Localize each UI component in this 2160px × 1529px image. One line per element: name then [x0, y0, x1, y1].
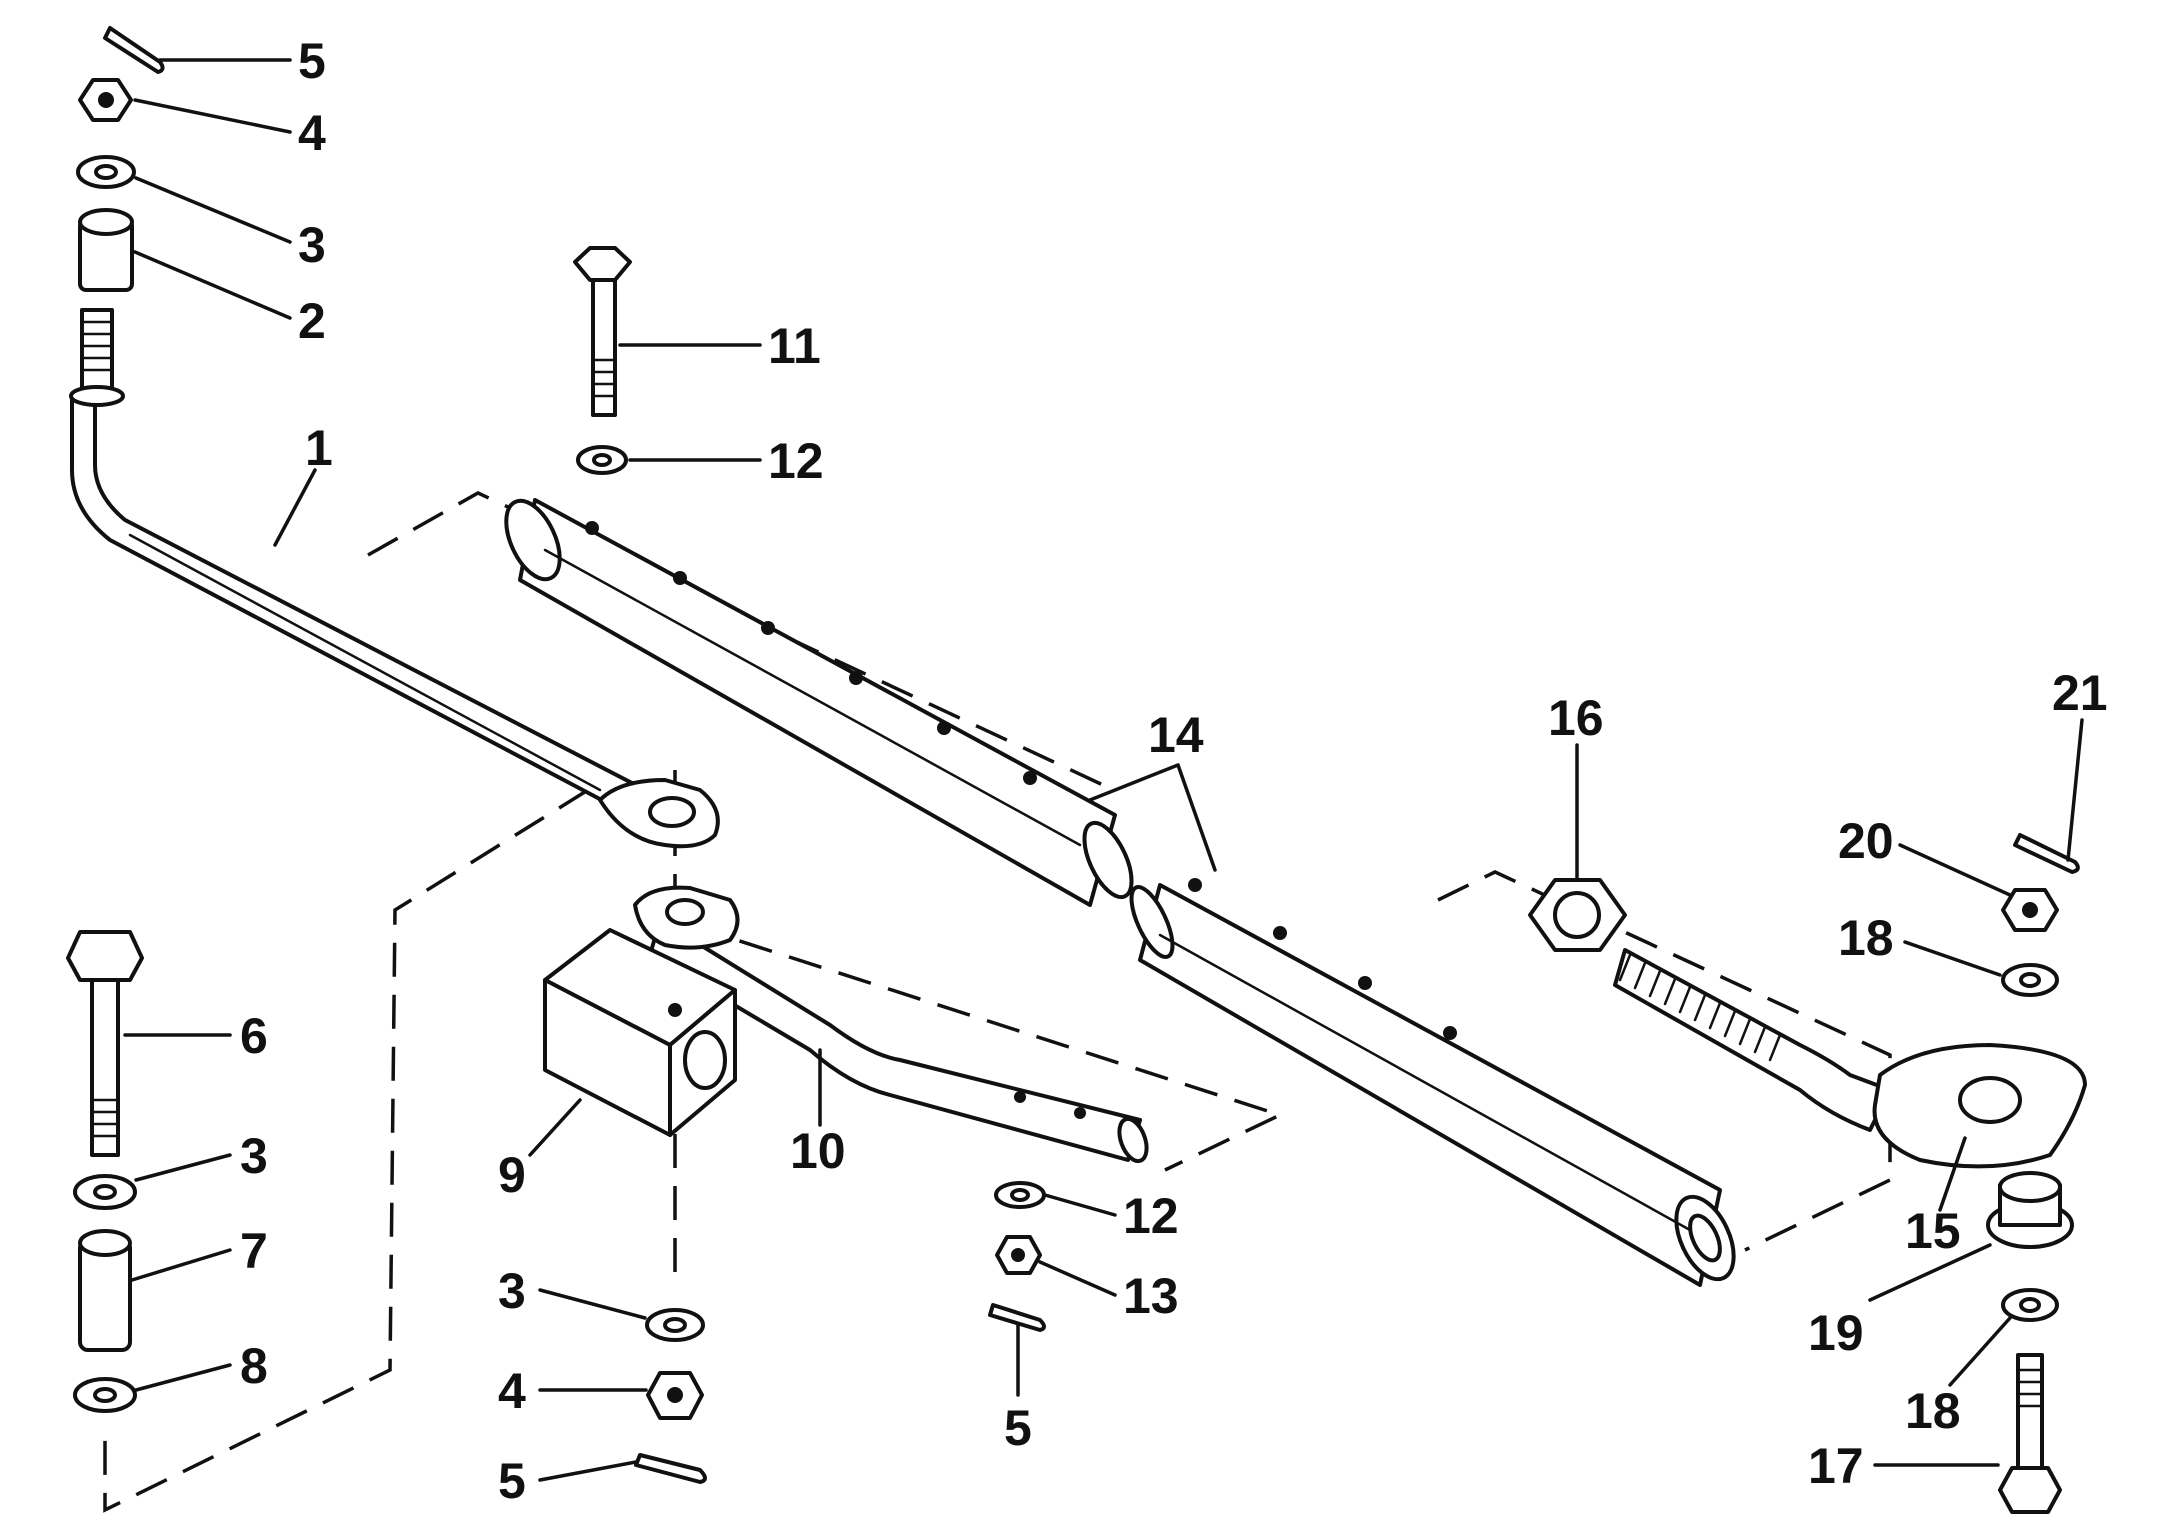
callout-5: 5	[498, 1453, 526, 1509]
callout-14: 14	[1148, 707, 1204, 763]
callout-7: 7	[240, 1223, 268, 1279]
callout-12: 12	[768, 433, 824, 489]
callout-8: 8	[240, 1338, 268, 1394]
hardware-rod-end-stack	[988, 1181, 1046, 1332]
hardware-center-stack	[634, 1308, 707, 1484]
callout-18: 18	[1838, 910, 1894, 966]
callout-3: 3	[240, 1128, 268, 1184]
callout-4: 4	[298, 105, 326, 161]
hardware-right-bottom	[1986, 1171, 2074, 1514]
callout-1: 1	[305, 420, 333, 476]
callout-9: 9	[498, 1147, 526, 1203]
part-15-rod-end	[1613, 948, 2087, 1169]
callout-4: 4	[498, 1363, 526, 1419]
callout-15: 15	[1905, 1203, 1961, 1259]
callout-17: 17	[1808, 1438, 1864, 1494]
hardware-bolt-6-stack	[66, 930, 144, 1413]
part-10-rod	[633, 885, 1149, 1164]
callout-11: 11	[768, 318, 821, 374]
callout-12: 12	[1123, 1188, 1179, 1244]
callout-19: 19	[1808, 1305, 1864, 1361]
callout-5: 5	[298, 33, 326, 89]
hardware-top-left	[76, 26, 165, 292]
leader-lines	[123, 58, 2084, 1482]
assembly-dashed-lines	[103, 491, 1892, 1513]
callout-10: 10	[790, 1123, 846, 1179]
part-14-tube-lower	[1129, 878, 1736, 1287]
callout-20: 20	[1838, 813, 1894, 869]
part-16-hex-nut	[1528, 878, 1627, 952]
hardware-bolt-11	[573, 246, 632, 475]
callout-5: 5	[1004, 1400, 1032, 1456]
callout-18: 18	[1905, 1383, 1961, 1439]
callout-6: 6	[240, 1008, 268, 1064]
part-9-block	[543, 928, 737, 1137]
callout-16: 16	[1548, 690, 1604, 746]
callout-3: 3	[298, 217, 326, 273]
part-14-tube-upper	[504, 498, 1134, 907]
callout-21: 21	[2052, 665, 2108, 721]
callout-13: 13	[1123, 1268, 1179, 1324]
part-1-drag-link	[69, 308, 720, 849]
hardware-right-top	[2001, 833, 2080, 997]
callout-2: 2	[298, 293, 326, 349]
callout-3: 3	[498, 1263, 526, 1319]
callout-labels: 5 4 3 2 11 12 1 14 16 21 20 18 6 3 7 8 9…	[240, 33, 2108, 1509]
